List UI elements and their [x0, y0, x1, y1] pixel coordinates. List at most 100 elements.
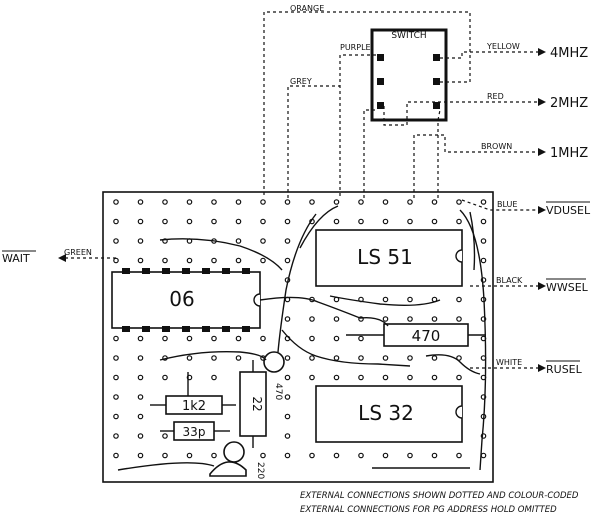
chip-06-pin [122, 326, 130, 332]
chip-ls51 [315, 229, 463, 287]
wire-label-brown: BROWN [481, 142, 512, 151]
board-hole [333, 199, 340, 205]
board-hole [382, 199, 389, 205]
chip-06-pin [222, 268, 230, 274]
wire-label-grey: GREY [290, 77, 312, 86]
board-hole [260, 335, 266, 342]
board-hole [309, 374, 315, 381]
board-hole [407, 296, 413, 303]
board-hole [162, 199, 168, 205]
board-hole [284, 374, 291, 381]
trimmer-470-label: 470 [273, 383, 283, 400]
wire-label-green: GREEN [64, 248, 92, 257]
board-hole [431, 452, 438, 459]
board-hole [456, 296, 462, 303]
board-hole [333, 335, 340, 342]
wire-label-yellow: YELLOW [486, 42, 520, 51]
board-hole [382, 355, 389, 361]
capacitor-33p-label: 33p [183, 425, 206, 439]
output-rusel: RUSEL [546, 363, 583, 376]
output-wait: WAIT [2, 252, 30, 265]
wire-label-black: BLACK [496, 276, 523, 285]
output-2mhz: 2MHZ [550, 96, 588, 111]
board-hole [431, 218, 438, 225]
board-hole [284, 413, 291, 420]
output-4mhz: 4MHZ [550, 46, 588, 61]
chip-06-pin [202, 326, 210, 332]
output-wwsel: WWSEL [546, 281, 589, 294]
output-1mhz: 1MHZ [550, 146, 588, 161]
board-hole [137, 218, 144, 225]
output-vdusel: VDUSEL [546, 204, 591, 217]
board-hole [113, 452, 119, 459]
board-wires [117, 205, 487, 471]
chip-06-pin [222, 326, 230, 332]
chip-06-pin [122, 268, 130, 274]
chip-06-label: 06 [169, 287, 194, 311]
board-hole [162, 218, 168, 225]
chip-ls51-notch [455, 249, 463, 263]
board-hole [137, 374, 144, 381]
board-hole [480, 257, 487, 264]
board-hole [309, 316, 315, 322]
board-hole [480, 452, 487, 459]
chip-06-pins [122, 268, 250, 332]
chip-ls32-notch [455, 405, 463, 419]
board-hole [333, 218, 340, 225]
board-hole [431, 355, 438, 361]
board-hole [113, 335, 119, 342]
board-hole [382, 374, 389, 381]
board-hole [382, 296, 389, 303]
board-hole [456, 199, 462, 205]
board-hole [382, 218, 389, 225]
board-hole [162, 433, 168, 439]
board-hole [358, 199, 364, 205]
board-hole [211, 335, 217, 342]
board-hole [186, 335, 193, 342]
board-hole [186, 355, 193, 361]
chip-06-pin [182, 268, 190, 274]
board-hole [235, 257, 242, 264]
board-hole [333, 316, 340, 322]
board-hole [284, 257, 291, 264]
chip-06-pin [162, 326, 170, 332]
board-hole [456, 374, 462, 381]
board-hole [162, 374, 168, 381]
board-hole [284, 316, 291, 322]
resistor-22 [239, 371, 267, 437]
board-hole [113, 257, 119, 264]
trimmer-220-body [209, 461, 247, 477]
board-hole [284, 452, 291, 459]
board-hole [309, 199, 315, 205]
board-hole [235, 335, 242, 342]
board-hole [137, 199, 144, 205]
board-hole [407, 218, 413, 225]
chip-06-pin [242, 268, 250, 274]
chip-06 [111, 271, 261, 329]
board-hole [186, 218, 193, 225]
arrow-heads [58, 48, 546, 372]
board-hole [407, 374, 413, 381]
board-hole [211, 355, 217, 361]
board-hole [235, 355, 242, 361]
board-hole [137, 394, 144, 400]
board-hole [382, 316, 389, 322]
board-hole [235, 238, 242, 244]
board-hole [358, 355, 364, 361]
board-hole [211, 199, 217, 205]
board-hole [284, 433, 291, 439]
board-hole [260, 218, 266, 225]
board-hole [431, 316, 438, 322]
board-hole [309, 335, 315, 342]
board-hole [162, 452, 168, 459]
trimmer-470 [263, 351, 285, 373]
wire-label-orange: ORANGE [290, 4, 324, 13]
board-hole [186, 452, 193, 459]
board-hole [333, 452, 340, 459]
board-hole [113, 218, 119, 225]
chip-06-notch [253, 293, 261, 307]
board-hole [113, 374, 119, 381]
board-hole [358, 374, 364, 381]
board-hole [113, 238, 119, 244]
